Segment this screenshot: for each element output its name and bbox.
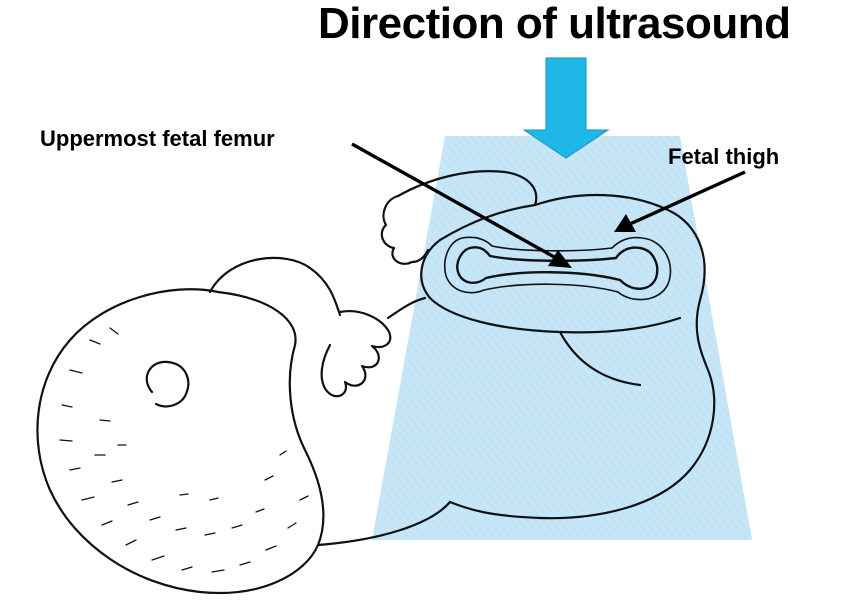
label-fetal-thigh: Fetal thigh	[668, 144, 780, 169]
fetal-body-lower	[316, 500, 452, 547]
fetal-arm	[208, 256, 342, 317]
femur-bone	[456, 246, 659, 290]
fetal-foot	[380, 194, 430, 265]
hair-texture	[59, 327, 309, 573]
fetus-drawing	[36, 170, 716, 595]
thigh-pointer	[614, 170, 746, 232]
direction-arrow	[522, 57, 610, 159]
fetal-hand	[320, 310, 392, 398]
fetal-leg-inner	[420, 203, 682, 334]
fetal-leg-outer	[396, 170, 716, 520]
femur-pointer	[351, 142, 572, 268]
fetal-buttock	[558, 330, 642, 387]
femur-outline-outer	[444, 236, 672, 301]
ultrasound-beam	[372, 136, 752, 540]
label-uppermost-femur: Uppermost fetal femur	[40, 126, 275, 151]
diagram-title: Direction of ultrasound	[318, 0, 791, 48]
fetal-ear	[145, 360, 190, 408]
fetal-back	[386, 296, 427, 320]
fetal-head	[36, 288, 325, 595]
